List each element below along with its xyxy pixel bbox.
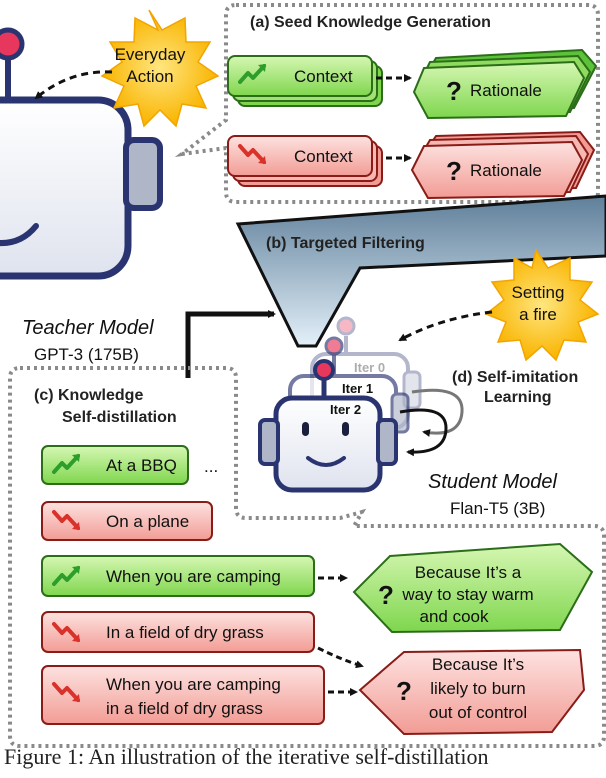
seed-context-label: Context bbox=[294, 67, 353, 86]
burst-line-1: Setting bbox=[512, 283, 565, 302]
rationale-arrow bbox=[317, 646, 364, 669]
burst-line-2: a fire bbox=[519, 305, 557, 324]
student-model-title: Student Model bbox=[428, 471, 558, 493]
rationale-line-2: likely to burn bbox=[430, 679, 525, 698]
everyday-action-burst: Everyday Action bbox=[100, 9, 220, 128]
teacher-model-subtitle: GPT-3 (175B) bbox=[34, 345, 139, 364]
question-icon: ? bbox=[378, 580, 394, 610]
distillation-rationale-negative: ? Because It’s likely to burn out of con… bbox=[358, 648, 586, 736]
context-label: At a BBQ bbox=[106, 456, 177, 475]
action-arrow bbox=[34, 70, 113, 100]
seed-rationale-negative: ? Rationale bbox=[410, 130, 596, 200]
question-icon: ? bbox=[446, 156, 462, 186]
distillation-context-negative: In a field of dry grass bbox=[41, 611, 315, 653]
context-label: When you are camping bbox=[106, 567, 281, 586]
filtering-title: (b) Targeted Filtering bbox=[266, 235, 425, 252]
self-imitation-title-line-2: Learning bbox=[484, 389, 552, 406]
student-robot-iter-2 bbox=[258, 359, 398, 493]
rationale-line-1: Because It’s bbox=[432, 655, 524, 674]
seed-context-label: Context bbox=[294, 147, 353, 166]
fire-arrow bbox=[398, 310, 493, 342]
question-icon: ? bbox=[446, 76, 462, 106]
figure-caption: Figure 1: An illustration of the iterati… bbox=[4, 744, 489, 769]
distillation-context-negative: When you are camping in a field of dry g… bbox=[41, 665, 325, 725]
seed-rationale-positive: ? Rationale bbox=[412, 48, 598, 120]
seed-rationale-label: Rationale bbox=[470, 81, 542, 100]
context-label-line-2: in a field of dry grass bbox=[106, 699, 263, 718]
student-model-subtitle: Flan-T5 (3B) bbox=[450, 499, 545, 518]
targeted-filtering-funnel: (b) Targeted Filtering bbox=[235, 194, 606, 348]
context-label-line-1: When you are camping bbox=[106, 675, 281, 694]
seed-context-negative: Context bbox=[227, 135, 383, 187]
rationale-line-2: way to stay warm bbox=[401, 585, 533, 604]
rationale-line-1: Because It’s a bbox=[415, 563, 522, 582]
self-distillation-panel: (c) Knowledge Self-distillation At a BBQ… bbox=[8, 366, 606, 748]
iter-label: Iter 2 bbox=[330, 402, 361, 417]
seed-knowledge-panel: (a) Seed Knowledge Generation Context ? … bbox=[174, 3, 600, 204]
context-label: In a field of dry grass bbox=[106, 623, 264, 642]
burst-line-2: Action bbox=[126, 67, 173, 86]
rationale-line-3: and cook bbox=[420, 607, 489, 626]
distillation-title-line-1: (c) Knowledge bbox=[34, 387, 143, 404]
iter-label: Iter 0 bbox=[354, 360, 385, 375]
rationale-line-3: out of control bbox=[429, 703, 527, 722]
burst-line-1: Everyday bbox=[115, 45, 186, 64]
teacher-model-title: Teacher Model bbox=[22, 317, 154, 339]
question-icon: ? bbox=[396, 676, 412, 706]
distillation-context-negative: On a plane bbox=[41, 501, 213, 541]
seed-context-positive: Context bbox=[227, 55, 383, 107]
context-ellipsis: ... bbox=[204, 457, 218, 476]
seed-rationale-label: Rationale bbox=[470, 161, 542, 180]
context-label: On a plane bbox=[106, 512, 189, 531]
self-imitation-loops bbox=[399, 388, 464, 457]
iter-label: Iter 1 bbox=[342, 381, 373, 396]
teacher-robot-icon bbox=[0, 27, 163, 280]
setting-fire-burst: Setting a fire bbox=[484, 248, 600, 362]
distillation-rationale-positive: ? Because It’s a way to stay warm and co… bbox=[352, 542, 594, 634]
filter-input-arrow bbox=[185, 310, 276, 378]
self-imitation-title-line-1: (d) Self-imitation bbox=[452, 369, 578, 386]
distillation-context-positive: At a BBQ ... bbox=[41, 445, 218, 485]
seed-panel-title: (a) Seed Knowledge Generation bbox=[250, 14, 491, 31]
distillation-context-positive: When you are camping bbox=[41, 555, 315, 597]
distillation-title-line-2: Self-distillation bbox=[62, 409, 177, 426]
